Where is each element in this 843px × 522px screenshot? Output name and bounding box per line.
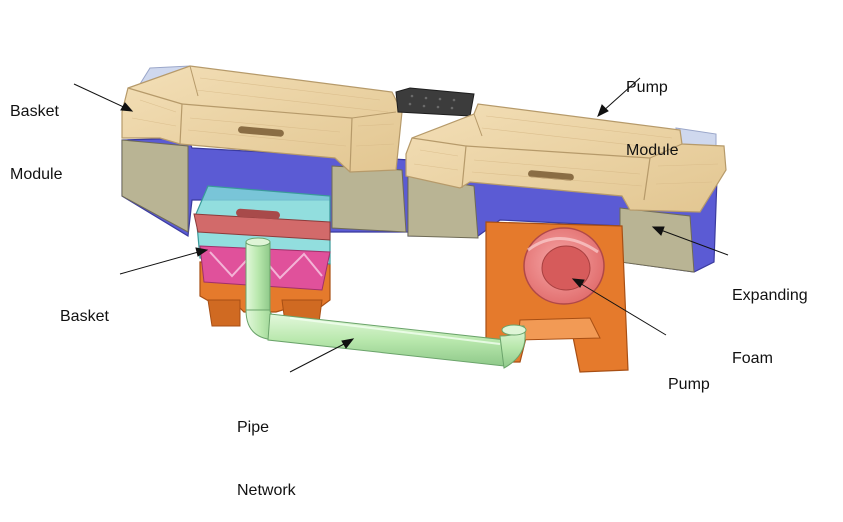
label-expanding-foam: Expanding Foam bbox=[732, 243, 808, 390]
label-pump-module-line2: Module bbox=[626, 142, 679, 159]
label-pipe-network-line2: Network bbox=[237, 482, 296, 499]
label-pump: Pump bbox=[668, 332, 710, 416]
basket-module bbox=[121, 65, 411, 238]
assembly-illustration bbox=[73, 65, 729, 373]
connector-plate bbox=[395, 87, 475, 117]
label-basket-line1: Basket bbox=[60, 308, 109, 325]
basket-module-lid bbox=[121, 65, 403, 173]
pipe-network bbox=[245, 237, 527, 369]
label-expanding-foam-line2: Foam bbox=[732, 350, 773, 367]
expanding-foam-left bbox=[121, 139, 189, 233]
label-pipe-network: Pipe Network bbox=[237, 375, 296, 522]
label-basket-module: Basket Module bbox=[10, 59, 62, 206]
assembly-diagram: Basket Module Pump Module Basket Expandi… bbox=[10, 35, 808, 499]
callout-arrows bbox=[73, 77, 729, 373]
label-basket: Basket bbox=[60, 264, 109, 348]
label-pump-line1: Pump bbox=[668, 376, 710, 393]
pump-module bbox=[405, 103, 727, 373]
label-pump-module: Pump Module bbox=[626, 35, 678, 182]
label-basket-module-line2: Module bbox=[10, 166, 63, 183]
lid-handle-slot bbox=[238, 126, 284, 137]
label-pump-module-line1: Pump bbox=[626, 79, 668, 96]
label-expanding-foam-line1: Expanding bbox=[732, 287, 808, 304]
expanding-foam-right bbox=[619, 207, 695, 273]
pump-body bbox=[523, 227, 605, 305]
label-pipe-network-line1: Pipe bbox=[237, 419, 270, 436]
label-basket-module-line1: Basket bbox=[10, 103, 59, 120]
lid-handle-slot-pump bbox=[528, 170, 574, 181]
